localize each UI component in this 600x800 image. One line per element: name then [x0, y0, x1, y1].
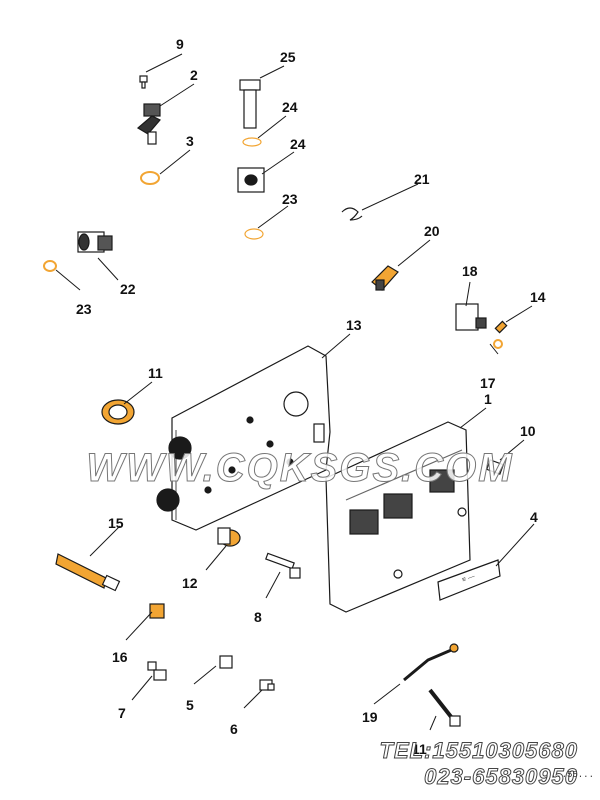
callout-12: 12: [182, 575, 198, 591]
part-25-banjo-fitting: [237, 167, 265, 193]
part-10-bolt: [485, 459, 505, 475]
part-12-fitting: [217, 527, 241, 547]
part-19-tip: [449, 643, 459, 653]
part-24-oring-upper: [242, 137, 262, 147]
callout-11: 11: [148, 365, 163, 381]
part-4-label-plate: [437, 559, 501, 601]
callout-3: 3: [186, 133, 194, 149]
callout-2: 2: [190, 67, 198, 83]
callout-23: 23: [76, 301, 92, 317]
callout-7: 7: [118, 705, 126, 721]
callout-26: 25: [280, 49, 296, 65]
part-23-oring: [43, 260, 57, 272]
part-2-speed-sensor: [136, 103, 161, 145]
callout-22: 22: [120, 281, 136, 297]
callout-10: 10: [520, 423, 536, 439]
part-21-clip: [341, 207, 363, 221]
callout-1: 1: [484, 391, 492, 407]
callout-21: 21: [414, 171, 430, 187]
callout-9: 9: [176, 36, 184, 52]
callout-19: 19: [362, 709, 378, 725]
callout-16: 16: [112, 649, 128, 665]
part-1-ecm: [325, 421, 471, 613]
part-9-screw: [139, 75, 148, 89]
callout-11-lower: 11: [412, 741, 427, 757]
part-8-bolt: [265, 552, 301, 579]
callout-13: 13: [346, 317, 362, 333]
callout-4: 4: [530, 509, 538, 525]
callout-24-upper: 24: [282, 99, 298, 115]
part-22-sensor: [77, 231, 113, 253]
callout-14: 14: [530, 289, 546, 305]
callout-18: 18: [462, 263, 478, 279]
drawing-reference: ...55...: [550, 770, 594, 780]
callout-20: 20: [424, 223, 440, 239]
part-7-bolt: [147, 661, 167, 681]
callout-25: 24: [290, 136, 306, 152]
callout-15: 15: [108, 515, 124, 531]
leader-lines: [55, 53, 535, 731]
part-18-sensor: [455, 303, 487, 331]
part-14-pin: [494, 320, 508, 334]
part-6-bolt: [259, 679, 275, 691]
watermark-website: WWW.CQKSGS.COM: [86, 446, 514, 491]
part-13-cooling-plate: [156, 345, 331, 531]
part-19-strap: [403, 646, 457, 682]
part-5-nut: [219, 655, 233, 669]
contact-phone: 023-65830950: [424, 764, 578, 790]
callout-17: 17: [480, 375, 496, 391]
callout-5: 5: [186, 697, 194, 713]
part-17-oring: [493, 339, 503, 349]
part-3-oring: [140, 171, 160, 185]
part-24-oring-lower: [244, 228, 264, 240]
part-11-seal: [101, 399, 135, 425]
part-26-bolt: [239, 79, 261, 129]
callout-8: 8: [254, 609, 262, 625]
part-20-temp-sensor: [371, 265, 399, 291]
part-16-nut: [149, 603, 165, 619]
contact-tel: TEL:15510305680: [379, 738, 578, 764]
part-15-stud: [55, 553, 121, 592]
callout-6: 6: [230, 721, 238, 737]
part-11-lower-bolt: [428, 688, 461, 727]
callout-24-lower: 23: [282, 191, 298, 207]
